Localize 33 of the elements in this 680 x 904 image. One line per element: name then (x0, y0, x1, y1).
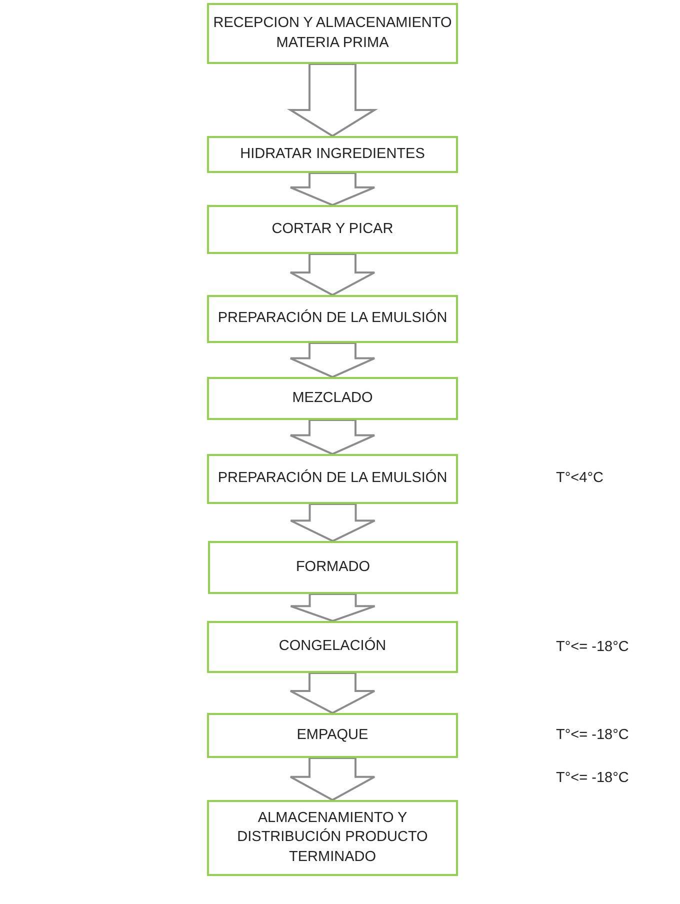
temperature-note: T°<= -18°C (556, 639, 629, 655)
temperature-note: T°<4°C (556, 470, 604, 486)
temperature-note: T°<= -18°C (556, 770, 629, 786)
process-box (207, 454, 458, 504)
process-box (207, 713, 458, 758)
process-box (207, 621, 458, 673)
process-box (207, 295, 458, 343)
process-box (207, 800, 458, 876)
temperature-note: T°<= -18°C (556, 727, 629, 743)
block-arrow (290, 593, 376, 622)
process-box (207, 3, 458, 64)
block-arrow (286, 63, 378, 138)
block-arrow (290, 419, 376, 456)
block-arrow (290, 342, 376, 378)
step-label: PREPARACIÓN DE LA EMULSIÓN (218, 309, 448, 328)
step-label: HIDRATAR INGREDIENTES (240, 144, 425, 164)
step-label: EMPAQUE (296, 726, 368, 745)
block-arrow (290, 672, 376, 714)
step-label: FORMADO (296, 558, 370, 577)
step-label: CORTAR Y PICAR (272, 220, 394, 239)
step-label: PREPARACIÓN DE LA EMULSIÓN (218, 469, 448, 488)
block-arrow (290, 503, 376, 542)
process-box (207, 136, 458, 173)
process-box (207, 377, 458, 420)
block-arrow (290, 253, 376, 296)
process-box (207, 205, 458, 254)
step-label: MEZCLADO (292, 388, 373, 408)
process-box (208, 541, 458, 594)
step-label: CONGELACIÓN (278, 637, 386, 656)
block-arrow (290, 757, 376, 802)
block-arrow (290, 172, 376, 206)
step-label: ALMACENAMIENTO Y DISTRIBUCIÓN PRODUCTO TERMINADO (236, 808, 429, 867)
step-label: RECEPCION Y ALMACENAMIENTO MATERIA PRIMA (213, 14, 452, 52)
